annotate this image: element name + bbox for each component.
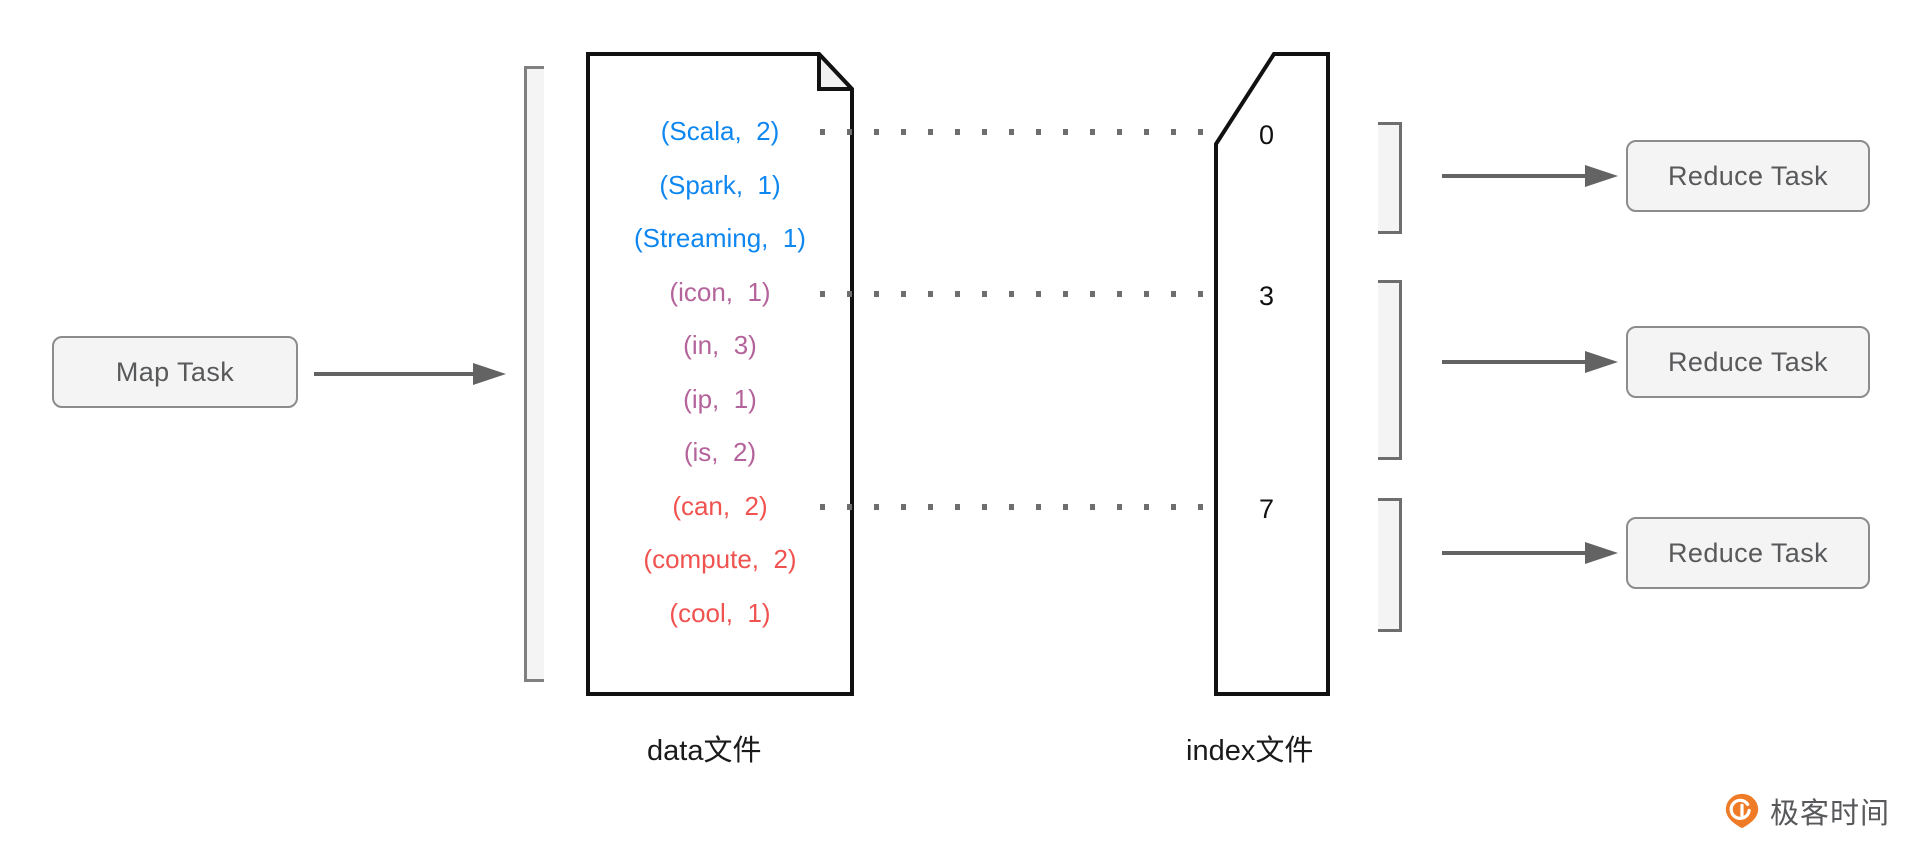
list-item: (can, 2)	[672, 490, 768, 521]
list-item: (ip, 1)	[683, 383, 757, 414]
arrow-map-to-data	[314, 363, 506, 385]
reduce-task-box-2: Reduce Task	[1626, 326, 1870, 398]
index-offset-7: 7	[1259, 494, 1275, 524]
list-item: (Scala, 2)	[660, 116, 780, 146]
index-file-caption: index文件	[1186, 735, 1314, 767]
data-file-bracket	[524, 66, 544, 682]
connector-dotted-0	[820, 129, 1238, 135]
connector-dotted-7	[820, 504, 1238, 510]
geektime-logo-icon	[1725, 793, 1759, 829]
data-file-caption: data文件	[647, 735, 762, 767]
data-file-record-list: (Scala, 2) (Spark, 1) (Streaming, 1) (ic…	[586, 105, 854, 640]
partition-bracket-2	[1378, 280, 1402, 460]
partition-bracket-3	[1378, 498, 1402, 632]
reduce-task-box-3: Reduce Task	[1626, 517, 1870, 589]
data-file-outline-icon	[586, 52, 854, 696]
index-file-shape	[1214, 52, 1330, 696]
arrow-to-reduce-3	[1442, 542, 1618, 564]
list-item: (Streaming, 1)	[634, 223, 806, 253]
watermark: 极客时间	[1723, 790, 1890, 832]
watermark-text: 极客时间	[1770, 798, 1891, 830]
partition-bracket-1	[1378, 122, 1402, 234]
list-item: (is, 2)	[683, 437, 757, 467]
reduce-task-box-1: Reduce Task	[1626, 140, 1870, 212]
index-offset-3: 3	[1259, 281, 1275, 311]
list-item: (icon, 1)	[669, 276, 771, 307]
index-file-outline-icon	[1214, 52, 1330, 696]
connector-dotted-3	[820, 291, 1238, 297]
map-task-box: Map Task	[52, 336, 298, 408]
list-item: (compute, 2)	[643, 544, 797, 574]
arrow-to-reduce-2	[1442, 351, 1618, 373]
list-item: (in, 3)	[683, 330, 757, 360]
data-file-shape	[586, 52, 854, 696]
arrow-to-reduce-1	[1442, 165, 1618, 187]
list-item: (cool, 1)	[669, 597, 771, 628]
index-offset-0: 0	[1259, 120, 1275, 150]
list-item: (Spark, 1)	[659, 169, 781, 200]
